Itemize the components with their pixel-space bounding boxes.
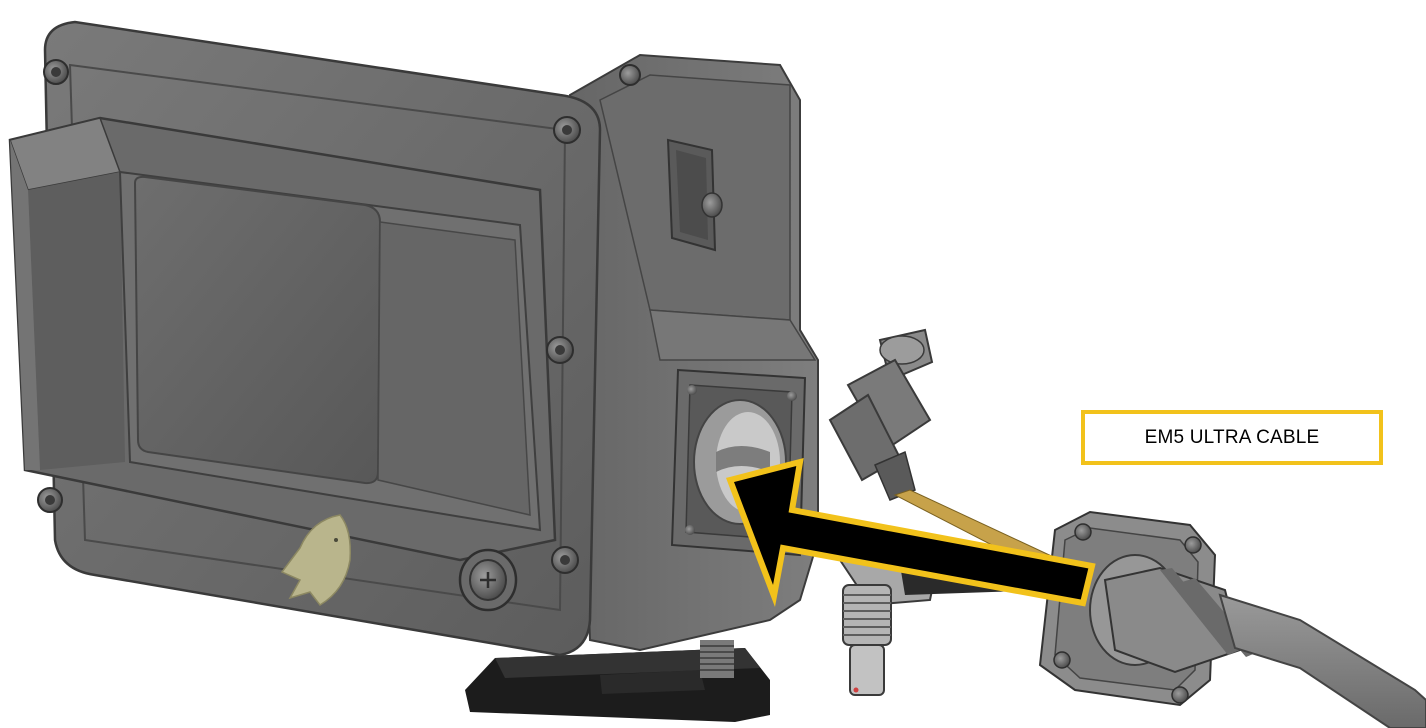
front-knob (458, 548, 518, 612)
bolt-icon (553, 116, 581, 144)
cable-callout-label: EM5 ULTRA CABLE (1081, 410, 1383, 465)
screen (118, 170, 542, 532)
bolt-icon (551, 546, 579, 574)
insertion-arrow (726, 457, 1096, 608)
bolt-icon (43, 59, 69, 85)
mount-screw (700, 640, 734, 678)
housing-bolts (37, 59, 641, 574)
cable (1218, 593, 1426, 728)
fish-logo-icon (280, 514, 352, 606)
side-button (666, 138, 723, 252)
bolt-icon (546, 336, 574, 364)
bolt-icon (37, 487, 63, 513)
bolt-icon (619, 64, 641, 86)
